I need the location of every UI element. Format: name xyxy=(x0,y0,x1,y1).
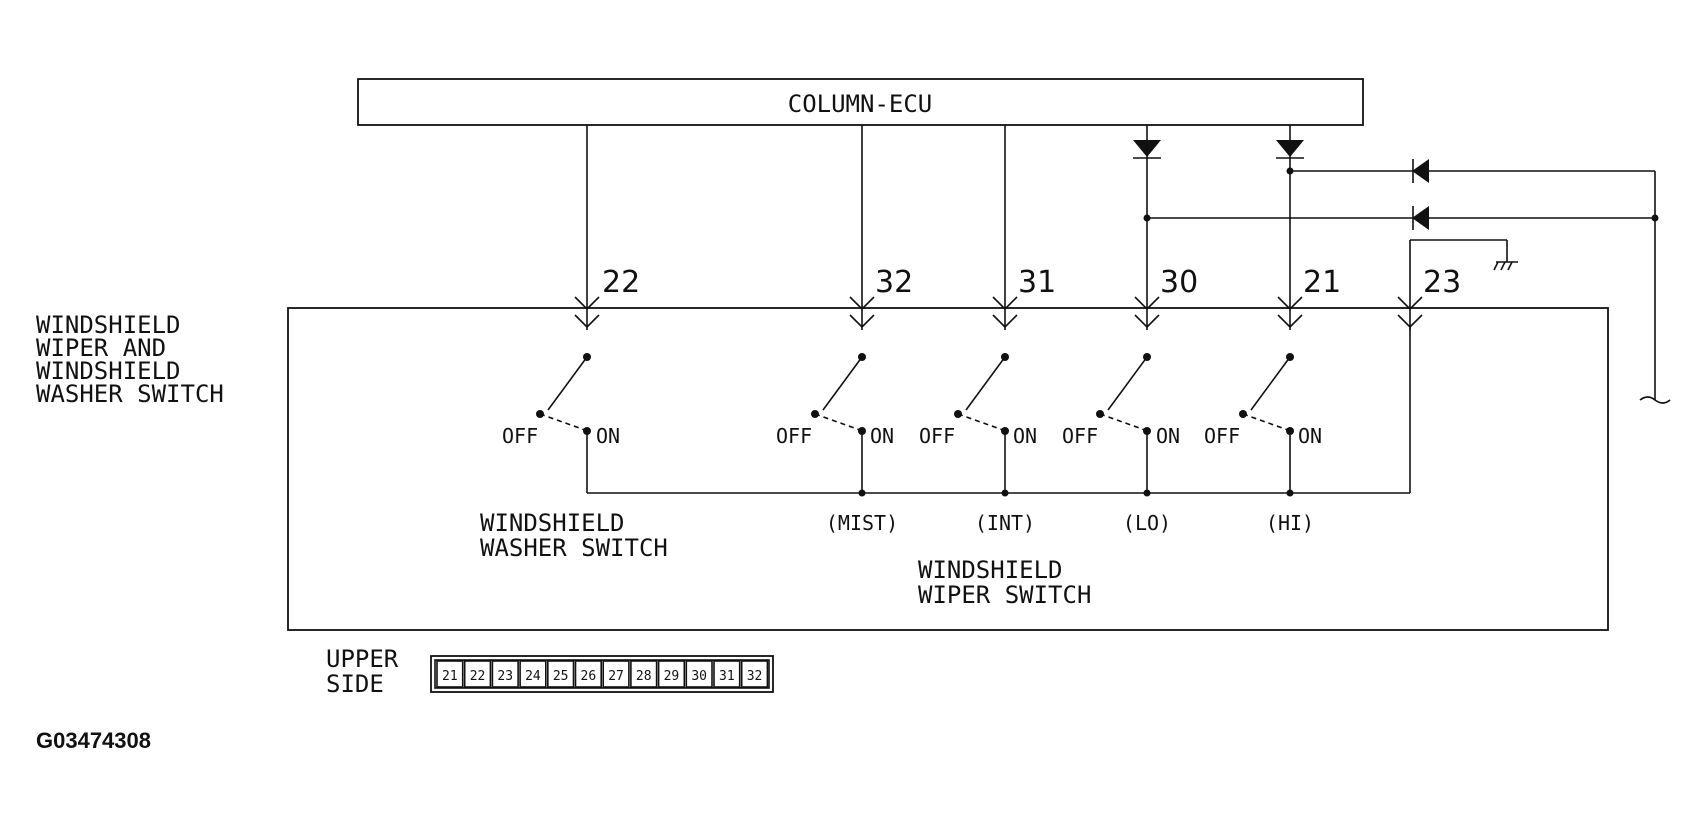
connector-cell-label: 30 xyxy=(691,669,707,684)
connector-cell-label: 32 xyxy=(747,669,763,684)
mist-switch: OFF ON xyxy=(776,353,894,493)
svg-text:ON: ON xyxy=(1156,424,1180,448)
svg-text:WINDSHIELD: WINDSHIELD xyxy=(36,357,181,385)
connector-cell xyxy=(685,660,713,688)
mode-label-mist: (MIST) xyxy=(826,511,898,535)
svg-text:WIPER AND: WIPER AND xyxy=(36,334,166,362)
svg-text:ON: ON xyxy=(596,424,620,448)
diode-upper-return xyxy=(1412,159,1429,183)
hi-switch: OFF ON xyxy=(1204,353,1322,493)
connector-cell xyxy=(630,660,658,688)
pin-label-23: 23 xyxy=(1423,265,1461,300)
svg-text:WASHER SWITCH: WASHER SWITCH xyxy=(480,534,668,562)
connector-face: UPPER SIDE 21 22 23 24 25 26 27 28 29 30 31 32 xyxy=(326,645,774,698)
svg-text:UPPER: UPPER xyxy=(326,645,399,673)
mode-label-lo: (LO) xyxy=(1123,511,1171,535)
connector-cell-label: 25 xyxy=(553,669,569,684)
svg-text:OFF: OFF xyxy=(919,424,955,448)
connector-cell-label: 27 xyxy=(608,669,624,684)
diode-30 xyxy=(1133,140,1161,159)
connector-cell xyxy=(546,660,575,688)
pin-label-31: 31 xyxy=(1018,265,1056,300)
washer-switch-label: WINDSHIELD WASHER SWITCH xyxy=(480,509,668,562)
svg-text:ON: ON xyxy=(1298,424,1322,448)
connector-cell-label: 29 xyxy=(664,669,680,684)
svg-text:WINDSHIELD: WINDSHIELD xyxy=(36,311,181,339)
connector-cell-label: 28 xyxy=(636,669,652,684)
svg-text:ON: ON xyxy=(870,424,894,448)
connector-chevrons xyxy=(574,296,1423,329)
pin-label-32: 32 xyxy=(875,265,913,300)
ecu-label: COLUMN-ECU xyxy=(788,90,933,118)
figure-id: G03474308 xyxy=(36,728,151,753)
connector-cell xyxy=(657,660,686,688)
connector-cell-label: 22 xyxy=(470,669,486,684)
switch-assembly-label: WINDSHIELD WIPER AND WINDSHIELD WASHER S… xyxy=(36,311,224,408)
svg-text:WASHER SWITCH: WASHER SWITCH xyxy=(36,380,224,408)
connector-cell xyxy=(574,660,603,688)
connector-cell xyxy=(740,660,769,688)
connector-cell-label: 21 xyxy=(442,669,458,684)
svg-text:ON: ON xyxy=(1013,424,1037,448)
svg-text:OFF: OFF xyxy=(1204,424,1240,448)
diode-lower-return xyxy=(1412,206,1429,230)
connector-cell-label: 31 xyxy=(719,669,735,684)
svg-text:SIDE: SIDE xyxy=(326,670,384,698)
connector-cell-label: 24 xyxy=(525,669,541,684)
mode-label-hi: (HI) xyxy=(1266,511,1314,535)
lo-switch: OFF ON xyxy=(1062,353,1180,493)
switch-assembly-box xyxy=(287,307,1609,631)
connector-cell xyxy=(463,660,492,688)
connector-cell xyxy=(436,660,464,688)
pin-label-30: 30 xyxy=(1160,265,1198,300)
svg-text:WIPER SWITCH: WIPER SWITCH xyxy=(918,581,1091,609)
pin-label-22: 22 xyxy=(602,265,640,300)
connector-cell xyxy=(602,660,630,688)
connector-cell-label: 26 xyxy=(581,669,597,684)
pin-label-21: 21 xyxy=(1303,265,1341,300)
svg-text:WINDSHIELD: WINDSHIELD xyxy=(480,509,625,537)
connector-cell xyxy=(491,660,519,688)
int-switch: OFF ON xyxy=(919,353,1037,493)
svg-text:WINDSHIELD: WINDSHIELD xyxy=(918,556,1063,584)
connector-cell xyxy=(713,660,741,688)
diode-21 xyxy=(1276,140,1304,159)
svg-text:OFF: OFF xyxy=(1062,424,1098,448)
connector-cell-label: 23 xyxy=(497,669,513,684)
wiper-switch-label: WINDSHIELD WIPER SWITCH xyxy=(918,556,1091,609)
column-ecu: COLUMN-ECU xyxy=(357,78,1364,126)
mode-label-int: (INT) xyxy=(975,511,1035,535)
connector-cell xyxy=(519,660,547,688)
svg-text:OFF: OFF xyxy=(776,424,812,448)
washer-switch: OFF ON xyxy=(502,353,620,493)
ground-icon xyxy=(1410,239,1518,271)
svg-text:OFF: OFF xyxy=(502,424,538,448)
